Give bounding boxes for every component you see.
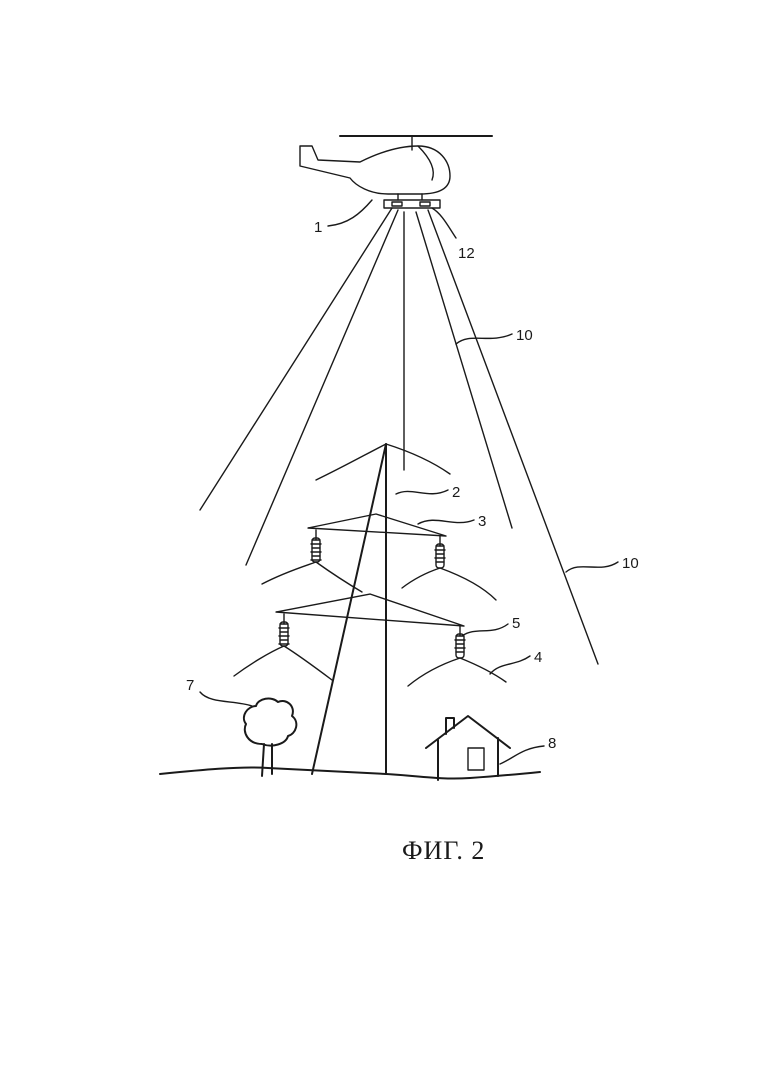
- beam-line: [428, 210, 598, 664]
- reference-labels: 1 12 10 2 3 10 5 4 7 8: [186, 219, 639, 752]
- leader-5: [462, 624, 508, 636]
- sensor-lens-left: [392, 202, 402, 206]
- helicopter: [300, 136, 492, 208]
- beam-line: [200, 208, 392, 510]
- house-window: [468, 748, 484, 770]
- figure-caption: ФИГ. 2: [402, 836, 485, 866]
- upper-crossarm: [308, 514, 446, 536]
- leader-10a: [456, 334, 512, 344]
- label-8: 8: [548, 735, 556, 752]
- ground-wire: [316, 444, 450, 480]
- helicopter-cockpit: [418, 146, 433, 180]
- label-10-lower: 10: [622, 555, 639, 572]
- label-4: 4: [534, 649, 542, 666]
- insulator-lower-left: [279, 614, 289, 646]
- leader-12: [432, 208, 456, 238]
- conductors: [234, 562, 506, 686]
- house: [426, 716, 510, 780]
- ground-line: [160, 767, 540, 778]
- leader-3: [418, 520, 474, 524]
- label-3: 3: [478, 513, 486, 530]
- tree: [244, 699, 296, 776]
- label-7: 7: [186, 677, 194, 694]
- tower-leg-left: [312, 444, 386, 774]
- leader-4: [490, 656, 530, 674]
- leader-7: [200, 692, 252, 706]
- leader-10b: [566, 562, 618, 572]
- label-2: 2: [452, 484, 460, 501]
- insulator-upper-left: [311, 530, 321, 562]
- label-5: 5: [512, 615, 520, 632]
- beam-line: [246, 210, 398, 565]
- lower-crossarm: [276, 594, 464, 626]
- leader-lines: [200, 200, 618, 764]
- label-1: 1: [314, 219, 322, 236]
- sensor-beams: [200, 208, 598, 664]
- conductor-upper-left: [262, 562, 362, 592]
- leader-8: [500, 746, 544, 764]
- sensor-lens-right: [420, 202, 430, 206]
- insulator-upper-right: [435, 536, 445, 568]
- label-12: 12: [458, 245, 475, 262]
- conductor-lower-left: [234, 646, 332, 680]
- label-10-upper: 10: [516, 327, 533, 344]
- helicopter-body: [300, 146, 450, 194]
- insulator-lower-right: [455, 626, 465, 658]
- leader-1: [328, 200, 372, 226]
- conductor-upper-right: [402, 568, 496, 600]
- leader-2: [396, 490, 448, 494]
- tree-trunk-left: [262, 744, 264, 776]
